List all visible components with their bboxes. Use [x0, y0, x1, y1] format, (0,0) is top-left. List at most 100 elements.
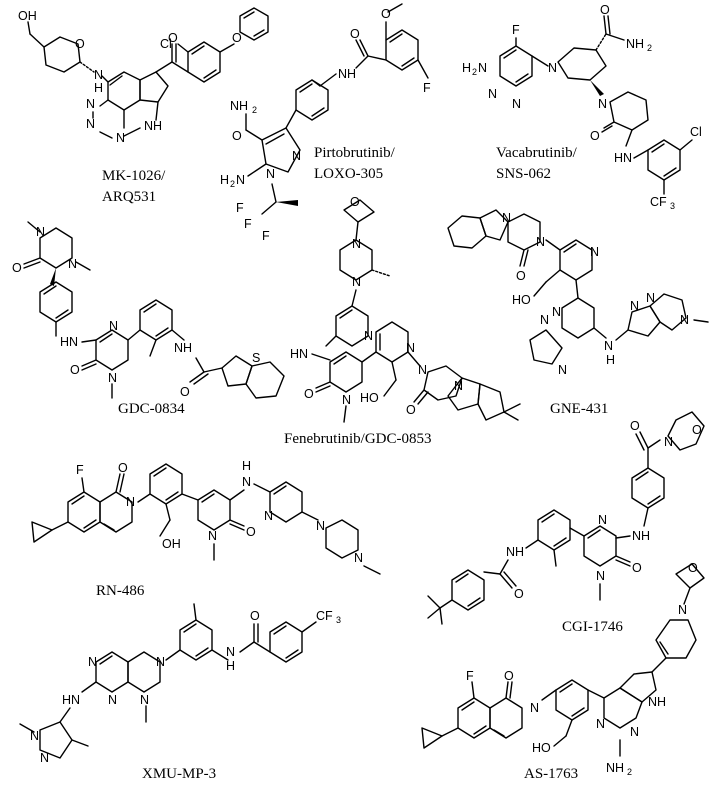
atom-o: O	[232, 129, 242, 143]
atom-nh2: NH	[626, 37, 644, 51]
compound-label-pirtobrutinib-line2: LOXO-305	[314, 166, 383, 182]
atom-n: N	[40, 751, 49, 765]
structure-vacabrutinib: F H 2 N N N N O NH 2 N O HN Cl CF 3	[462, 3, 702, 211]
atom-n: N	[86, 117, 95, 131]
atom-nh: NH	[506, 545, 524, 559]
atom-subscript: 2	[230, 179, 235, 189]
atom-o: O	[304, 387, 314, 401]
atom-o: O	[75, 37, 85, 51]
atom-n: N	[354, 551, 363, 565]
atom-nh: H	[226, 659, 235, 673]
atom-o: O	[246, 525, 256, 539]
atom-o: O	[180, 385, 190, 399]
atom-n: N	[664, 435, 673, 449]
atom-ho: HO	[512, 293, 531, 307]
atom-n: N	[454, 379, 463, 393]
compound-label-mk1026-line2: ARQ531	[102, 189, 156, 205]
structure-rn486: N O F OH N O H N N N N	[31, 459, 381, 599]
atom-nh: NH	[338, 67, 356, 81]
atom-n: N	[208, 529, 217, 543]
atom-hn: HN	[290, 347, 308, 361]
atom-o: O	[688, 561, 698, 575]
atom-ho: HO	[360, 391, 379, 405]
atom-n: N	[108, 693, 117, 707]
atom-nh: NH	[632, 529, 650, 543]
atom-oh: OH	[18, 9, 37, 23]
atom-n: N	[226, 645, 235, 659]
compound-label-pirtobrutinib-line1: Pirtobrutinib/	[314, 145, 396, 161]
atom-o: O	[600, 3, 610, 17]
atom-n: N	[264, 509, 273, 523]
compound-label-cgi1746: CGI-1746	[562, 619, 623, 635]
atom-o: O	[70, 363, 80, 377]
atom-n: N	[512, 97, 521, 111]
atom-n: N	[352, 237, 361, 251]
atom-n: N	[478, 61, 487, 75]
atom-f: F	[244, 217, 252, 231]
atom-n: N	[552, 305, 561, 319]
atom-nh: NH	[648, 695, 666, 709]
atom-n: N	[646, 291, 655, 305]
atom-o: O	[406, 403, 416, 417]
atom-n: N	[678, 603, 687, 617]
atom-n: N	[108, 371, 117, 385]
atom-n: N	[502, 211, 511, 225]
atom-n: N	[88, 655, 97, 669]
atom-nh: NH	[174, 341, 192, 355]
compound-label-xmump3: XMU-MP-3	[142, 766, 216, 782]
atom-n: N	[488, 87, 497, 101]
atom-n: N	[364, 329, 373, 343]
atom-n: N	[292, 149, 301, 163]
atom-nh: N	[94, 68, 103, 82]
atom-n: N	[590, 245, 599, 259]
atom-o: O	[350, 195, 360, 209]
atom-subscript: 3	[670, 201, 675, 211]
atom-o: O	[12, 261, 22, 275]
atom-o: O	[632, 561, 642, 575]
atom-n: N	[342, 393, 351, 407]
atom-o: O	[168, 31, 178, 45]
structure-xmump3: N N N N HN N N H N O CF 3 XMU-MP	[19, 603, 341, 782]
atom-o: O	[381, 7, 391, 21]
compound-label-fenebrutinib: Fenebrutinib/GDC-0853	[284, 431, 432, 447]
compound-label-gne431: GNE-431	[550, 401, 608, 417]
atom-nh: NH	[144, 119, 162, 133]
compound-label-gdc0834: GDC-0834	[118, 401, 185, 417]
atom-hn: HN	[60, 335, 78, 349]
atom-o: O	[590, 129, 600, 143]
atom-n: N	[266, 167, 275, 181]
structure-pirtobrutinib: O F O NH N N O NH 2 H 2 N F	[220, 3, 431, 243]
atom-cl: Cl	[160, 37, 172, 51]
atom-cl: Cl	[690, 125, 702, 139]
atom-subscript: 2	[252, 105, 257, 115]
atom-o: O	[630, 419, 640, 433]
atom-h2n: H	[220, 173, 229, 187]
atom-f: F	[236, 201, 244, 215]
atom-o: O	[118, 461, 128, 475]
compound-label-vacabrutinib-line2: SNS-062	[496, 166, 551, 182]
atom-n: N	[598, 513, 607, 527]
atom-nh2: NH	[230, 99, 248, 113]
atom-n: N	[352, 275, 361, 289]
compound-label-mk1026-line1: MK-1026/	[102, 168, 166, 184]
atom-hn: HN	[614, 151, 632, 165]
atom-n: N	[116, 131, 125, 145]
atom-nh: N	[242, 475, 251, 489]
atom-n: N	[540, 313, 549, 327]
atom-subscript: 3	[336, 615, 341, 625]
atom-f: F	[423, 81, 431, 95]
compound-label-rn486: RN-486	[96, 583, 145, 599]
atom-n: N	[596, 717, 605, 731]
atom-n: N	[630, 299, 639, 313]
atom-n: N	[406, 341, 415, 355]
atom-n: N	[30, 729, 39, 743]
atom-n: N	[596, 569, 605, 583]
atom-f: F	[512, 23, 520, 37]
atom-n: N	[630, 725, 639, 739]
atom-h2n: H	[462, 61, 471, 75]
compound-label-vacabrutinib-line1: Vacabrutinib/	[496, 145, 578, 161]
atom-h: H	[606, 353, 615, 367]
atom-h: H	[94, 81, 103, 95]
structure-mk1026: O OH N H N N N NH O Cl O	[18, 7, 269, 205]
